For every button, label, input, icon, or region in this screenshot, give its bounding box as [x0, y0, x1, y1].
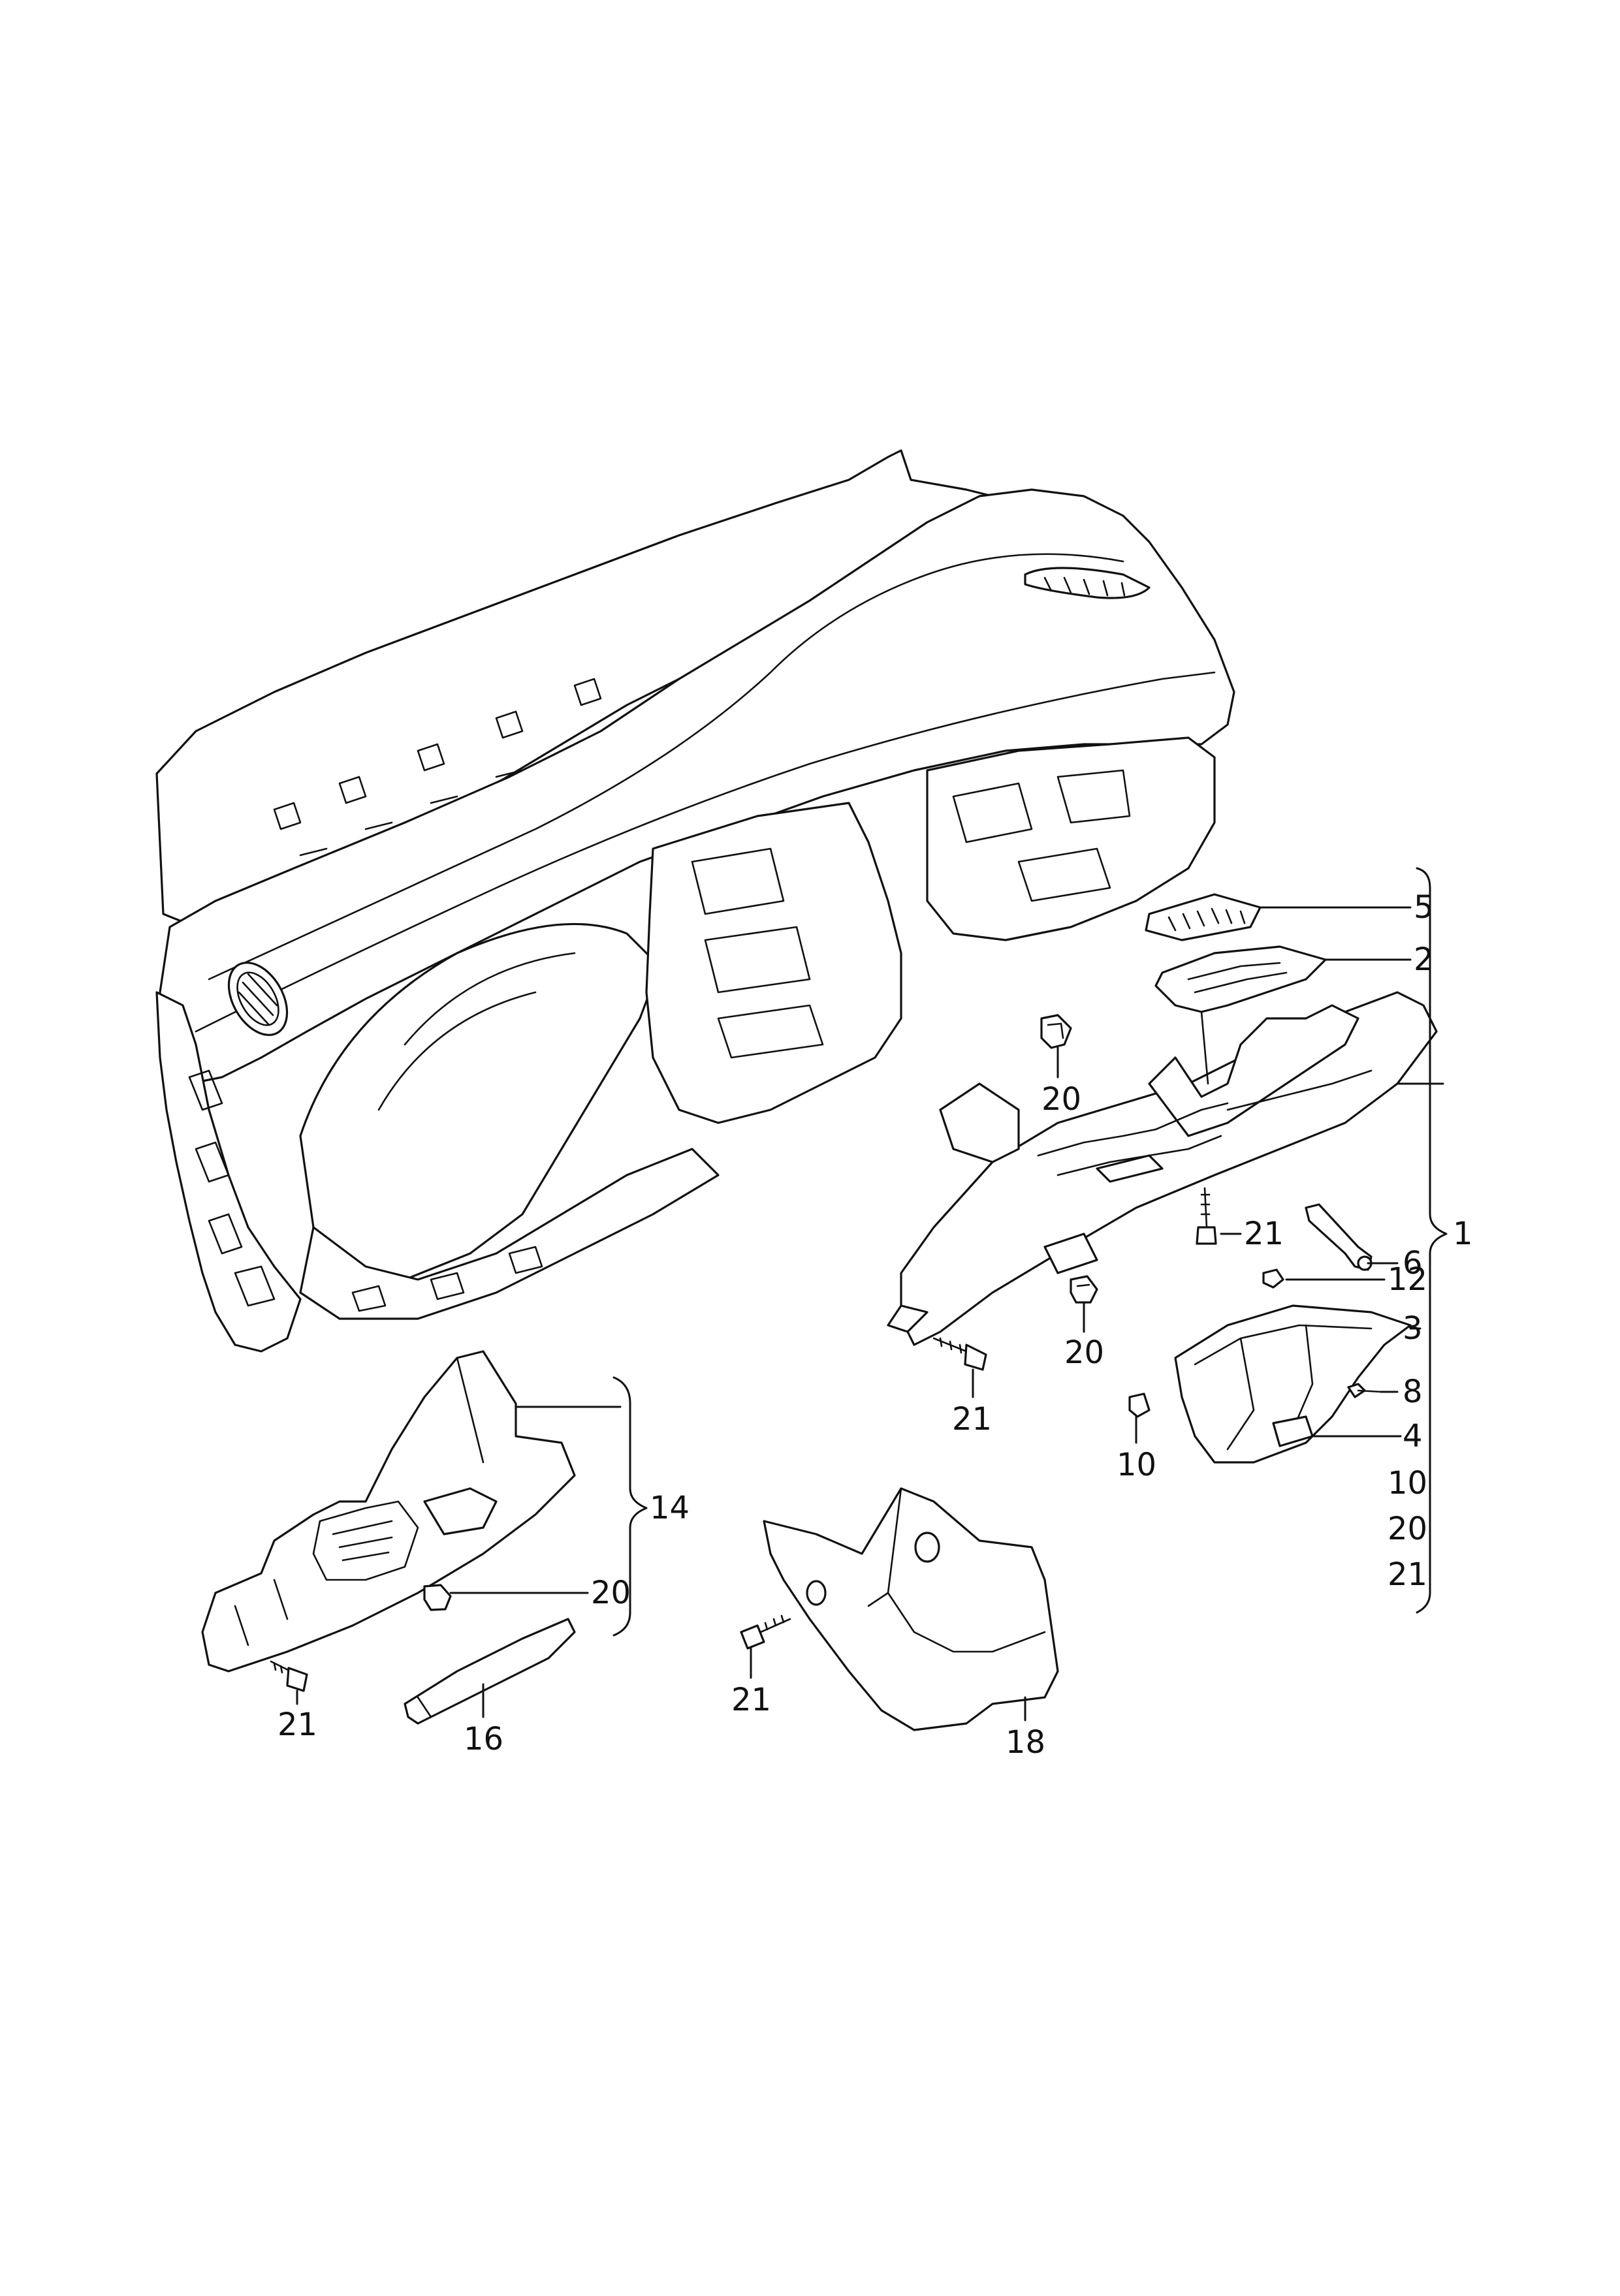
part-21-screw-bottom-middle	[740, 1614, 791, 1650]
part-2-duct	[1154, 945, 1327, 1085]
callout-21: 21	[952, 1401, 992, 1438]
callout-21: 21	[1388, 1556, 1427, 1593]
callout-20: 20	[1041, 1081, 1081, 1118]
part-3-glovebox-bin	[1174, 1304, 1412, 1464]
callout-18: 18	[1006, 1724, 1045, 1761]
part-20-clip-upper	[1040, 1014, 1072, 1049]
callout-12: 12	[1388, 1261, 1427, 1298]
callout-1: 1	[1453, 1216, 1473, 1252]
part-21-screw-frame	[932, 1337, 987, 1371]
part-16-trim-strip	[404, 1618, 576, 1725]
callout-21: 21	[731, 1682, 771, 1718]
part-20-clip-lower	[423, 1584, 452, 1611]
part-10-clip	[1128, 1392, 1151, 1418]
leader-lines	[296, 906, 1444, 1722]
part-21-screw-lower-left	[270, 1660, 308, 1692]
brace-part-1	[1416, 867, 1448, 1614]
callout-10: 10	[1117, 1447, 1156, 1483]
callout-3: 3	[1403, 1310, 1423, 1347]
callout-16: 16	[464, 1721, 503, 1757]
callout-21: 21	[278, 1706, 317, 1743]
part-12-clip	[1262, 1268, 1284, 1289]
part-8-pin	[1347, 1383, 1382, 1398]
callout-labels: 5 2 20 21 6 1 12 3 20 21 8 10 4 10 20 21…	[278, 889, 1473, 1761]
callout-8: 8	[1403, 1374, 1423, 1410]
callout-2: 2	[1414, 941, 1434, 978]
part-5-vent-grille	[1145, 893, 1262, 941]
brace-part-14	[612, 1376, 648, 1637]
glovebox-frame	[887, 991, 1438, 1346]
part-20-clip-middle	[1070, 1275, 1098, 1304]
part-18-side-cover	[763, 1487, 1059, 1731]
callout-21: 21	[1244, 1216, 1284, 1252]
part-21-screw-center	[1196, 1187, 1217, 1245]
callout-20: 20	[1064, 1334, 1104, 1371]
callout-4: 4	[1403, 1418, 1423, 1455]
callout-14: 14	[650, 1490, 690, 1526]
callout-20: 20	[1388, 1511, 1427, 1547]
callout-6: 6	[1403, 1245, 1423, 1282]
dashboard-assembly	[155, 449, 1235, 1353]
callout-20: 20	[591, 1575, 631, 1611]
part-14-knee-panel	[201, 1350, 576, 1673]
callout-5: 5	[1414, 889, 1434, 926]
callout-10: 10	[1388, 1465, 1427, 1502]
part-6-strap	[1305, 1203, 1373, 1271]
